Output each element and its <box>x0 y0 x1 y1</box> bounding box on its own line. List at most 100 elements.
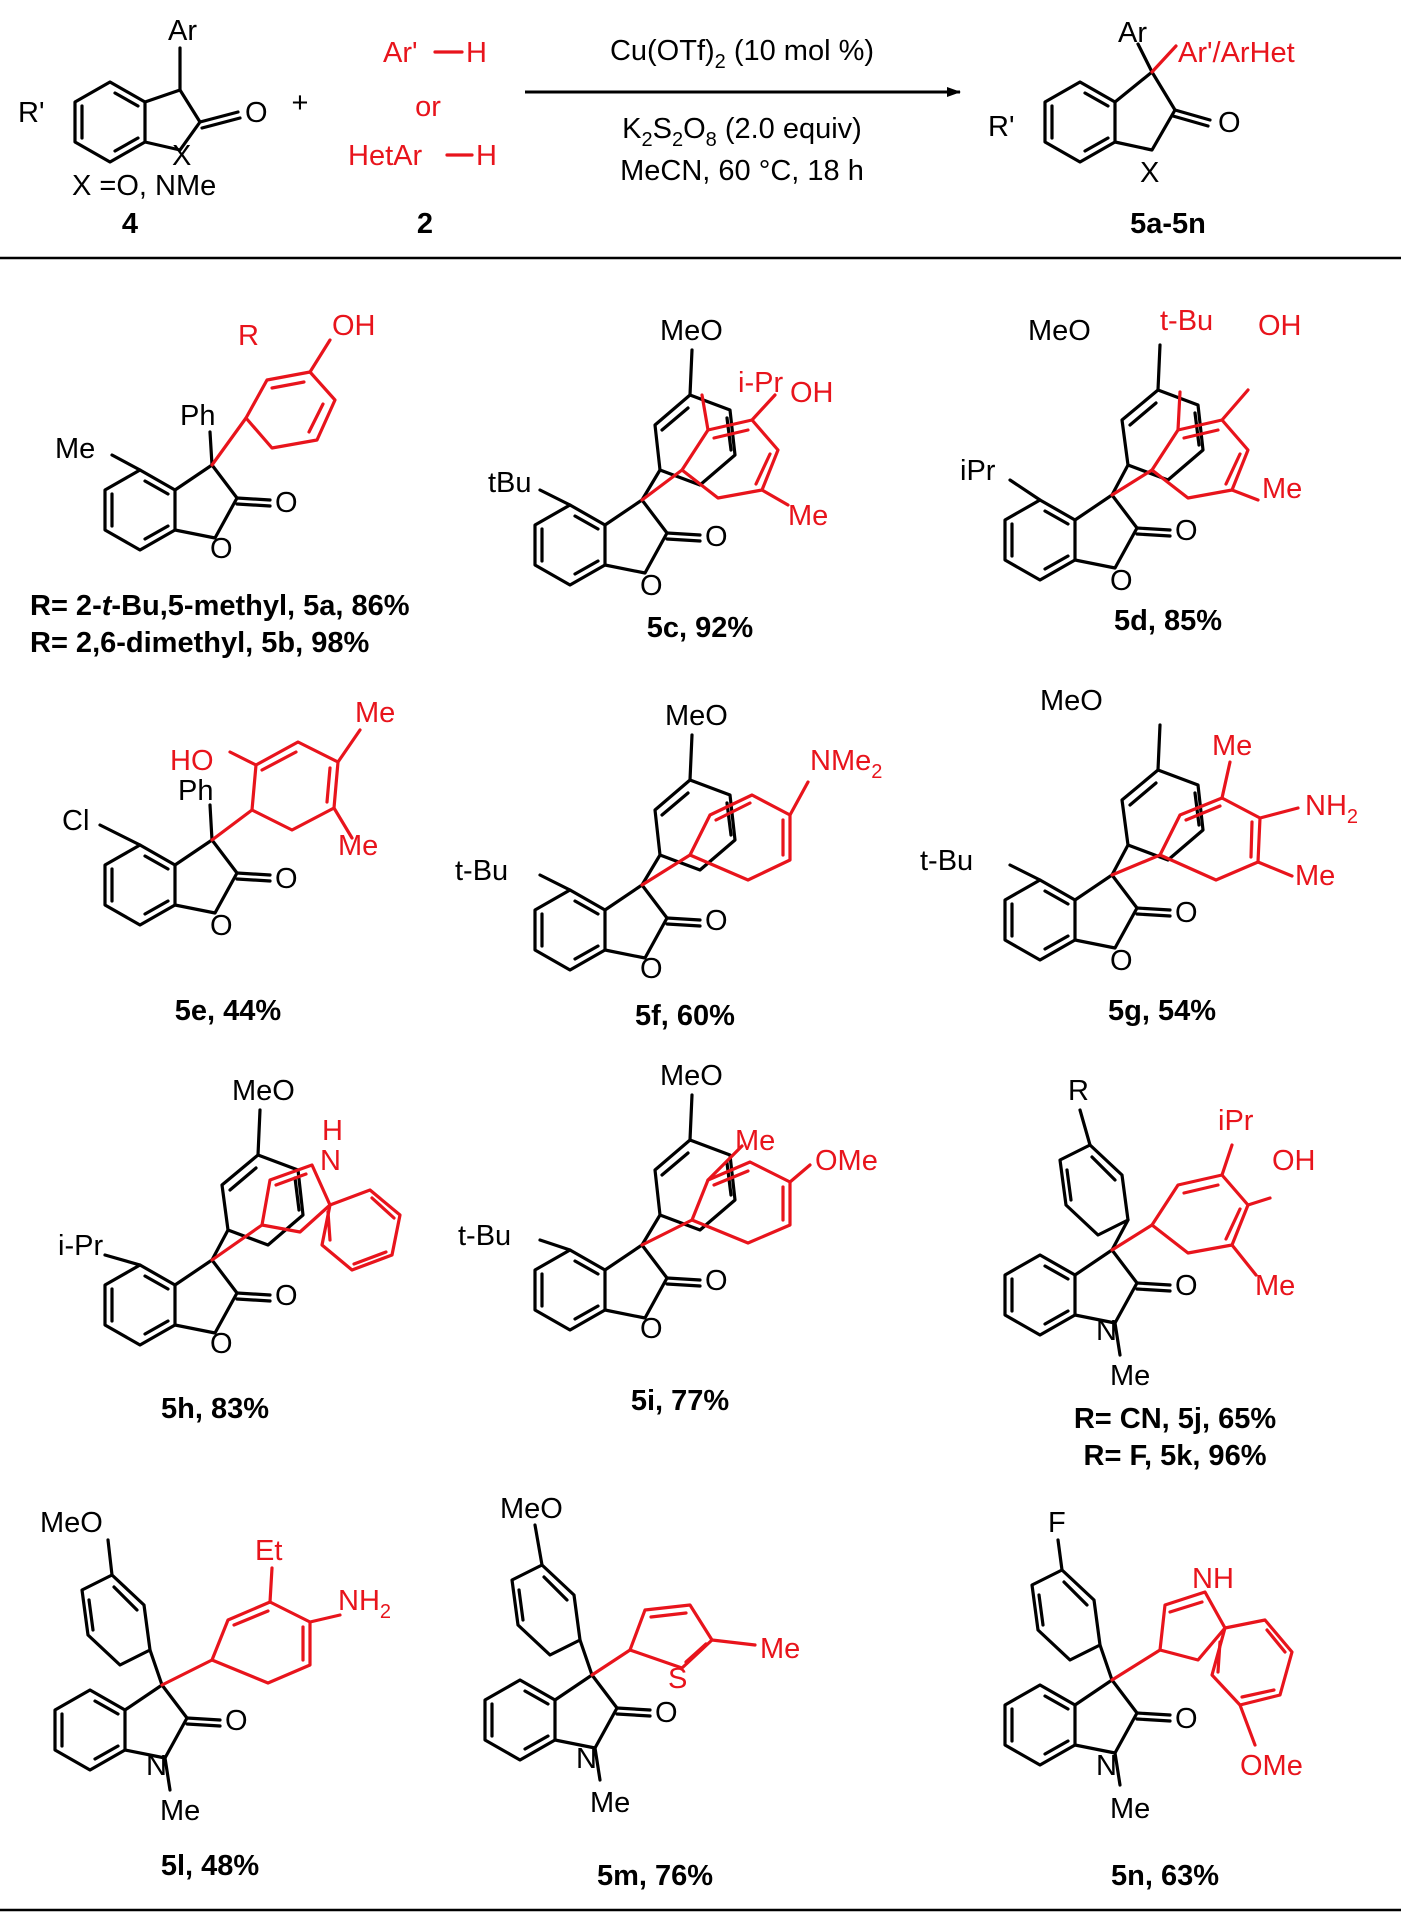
label-me-top: Me <box>1212 730 1252 762</box>
label-me: Me <box>788 500 828 532</box>
product-structure: Ar Ar'/ArHet R' O X 5a-5n <box>988 17 1295 240</box>
reagent-hetar-label: HetAr <box>348 140 422 172</box>
caption-5h: 5h, 83% <box>161 1393 269 1425</box>
substrate-rprime-label: R' <box>18 97 44 129</box>
label-ipr: iPr <box>1218 1105 1254 1137</box>
label-nme: Me <box>1110 1360 1150 1392</box>
caption-5j: R= CN, 5j, 65% <box>1074 1403 1276 1435</box>
label-f: F <box>1048 1507 1066 1539</box>
product-id: 5a-5n <box>1130 208 1206 240</box>
compound-5a: Me Ph R OH O O R= 2-t-Bu,5-methyl, 5a, 8… <box>30 310 410 659</box>
label-r: R <box>238 320 259 352</box>
compound-5m: MeO S Me O N Me 5m, 76% <box>483 1493 800 1892</box>
label-r: R <box>1068 1075 1089 1107</box>
label-me: Me <box>1255 1270 1295 1302</box>
label-ring-o: O <box>640 953 663 985</box>
label-meo: MeO <box>232 1075 295 1107</box>
label-carbonyl-o: O <box>275 863 298 895</box>
label-n: N <box>576 1743 597 1775</box>
compound-5f: MeO NMe2 t-Bu O O 5f, 60% <box>455 700 882 1032</box>
label-o: O <box>1175 1270 1198 1302</box>
caption-5d: 5d, 85% <box>1114 605 1222 637</box>
label-nme: Me <box>590 1787 630 1819</box>
reagent-id: 2 <box>417 208 433 240</box>
label-ring-o: O <box>210 1328 233 1360</box>
label-tbu: t-Bu <box>1160 305 1213 337</box>
compound-5n: F NH OMe O N Me 5n, 63% <box>1003 1507 1303 1892</box>
product-x-label: X <box>1140 157 1159 189</box>
label-me: Me <box>55 433 95 465</box>
label-ipr: i-Pr <box>58 1230 103 1262</box>
substrate-ar-label: Ar <box>168 15 197 47</box>
label-n: N <box>146 1750 167 1782</box>
label-ph: Ph <box>180 400 215 432</box>
product-ar-label: Ar <box>1118 17 1147 49</box>
reagent-h1-label: H <box>466 37 487 69</box>
compound-5e: HO Me Me Cl Ph O O 5e, 44% <box>62 697 395 1027</box>
reagent-ar-label: Ar' <box>383 37 418 69</box>
product-rprime-label: R' <box>988 111 1014 143</box>
label-carbonyl-o: O <box>705 521 728 553</box>
label-oh: OH <box>1272 1145 1316 1177</box>
label-meo: MeO <box>665 700 728 732</box>
label-o: O <box>1175 1703 1198 1735</box>
label-oh: OH <box>332 310 376 342</box>
label-me: Me <box>1262 473 1302 505</box>
label-nh: NH <box>1192 1563 1234 1595</box>
substrate-x-label: X <box>172 140 191 172</box>
label-ph: Ph <box>178 775 213 807</box>
label-meo: MeO <box>660 315 723 347</box>
label-nh2: NH2 <box>1305 790 1358 828</box>
label-ring-o: O <box>640 1313 663 1345</box>
label-me: Me <box>735 1125 775 1157</box>
label-meo: MeO <box>1040 685 1103 717</box>
label-o: O <box>225 1705 248 1737</box>
label-meo: MeO <box>1028 315 1091 347</box>
label-carbonyl-o: O <box>705 1265 728 1297</box>
label-me-top: Me <box>355 697 395 729</box>
condition-oxidant: K2S2O8 (2.0 equiv) <box>622 113 862 151</box>
label-nme: Me <box>160 1795 200 1827</box>
label-nme: Me <box>1110 1793 1150 1825</box>
caption-5f: 5f, 60% <box>635 1000 735 1032</box>
label-me: Me <box>760 1633 800 1665</box>
substrate-x-definition: X =O, NMe <box>72 170 216 202</box>
compound-5h: MeO H N i-Pr O O 5h, 83% <box>58 1075 402 1425</box>
label-me-bottom: Me <box>338 830 378 862</box>
caption-5c: 5c, 92% <box>647 612 754 644</box>
label-et: Et <box>255 1535 282 1567</box>
label-n: N <box>1096 1750 1117 1782</box>
label-ho: HO <box>170 745 214 777</box>
label-ring-o: O <box>640 570 663 602</box>
label-carbonyl-o: O <box>275 1280 298 1312</box>
label-tbu: t-Bu <box>920 845 973 877</box>
caption-5i: 5i, 77% <box>631 1385 730 1417</box>
reagent-or-label: or <box>415 91 441 123</box>
label-ring-o: O <box>1110 565 1133 597</box>
substrate-structure: Ar R' O X X =O, NMe 4 <box>18 15 268 240</box>
compound-5j: R iPr OH Me O N Me R= CN, 5j, 65% R= F, … <box>1003 1075 1316 1472</box>
label-ome: OMe <box>1240 1750 1303 1782</box>
label-n: N <box>320 1145 341 1177</box>
label-ring-o: O <box>210 533 233 565</box>
label-ome: OMe <box>815 1145 878 1177</box>
plus-sign: + <box>292 87 309 119</box>
label-me-bottom: Me <box>1295 860 1335 892</box>
compound-5g: MeO Me NH2 Me t-Bu O O 5g, 54% <box>920 685 1358 1027</box>
product-arhet-label: Ar'/ArHet <box>1178 37 1295 69</box>
label-ring-o: O <box>1110 945 1133 977</box>
product-o-label: O <box>1218 107 1241 139</box>
caption-5n: 5n, 63% <box>1111 1860 1219 1892</box>
label-meo: MeO <box>660 1060 723 1092</box>
compound-5i: MeO Me OMe t-Bu O O 5i, 77% <box>458 1060 878 1417</box>
label-carbonyl-o: O <box>1175 897 1198 929</box>
label-n: N <box>1096 1315 1117 1347</box>
label-tbu: t-Bu <box>455 855 508 887</box>
condition-solvent: MeCN, 60 °C, 18 h <box>620 155 864 187</box>
label-tbu: t-Bu <box>458 1220 511 1252</box>
reagent-structure: Ar' H or HetAr H 2 <box>348 37 497 240</box>
label-ipr: i-Pr <box>738 367 783 399</box>
label-tbu: tBu <box>488 467 532 499</box>
caption-5e: 5e, 44% <box>175 995 282 1027</box>
